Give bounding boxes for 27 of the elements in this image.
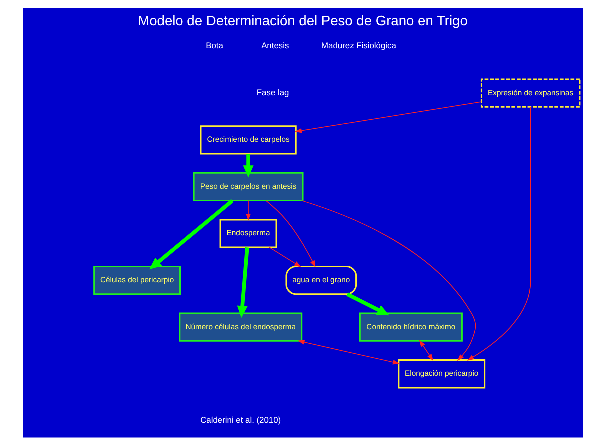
arrow [297,340,400,365]
arrow [418,340,434,362]
label: Fase lag [256,88,289,98]
arrow [266,200,316,268]
label: Antesis [261,40,289,51]
arrow [466,106,531,361]
node-box: Endosperma [219,219,277,248]
node-box: Células del pericarpio [93,266,181,296]
label: Calderini et al. (2010) [200,415,281,426]
node-box: Expresión de expansinas [480,78,580,108]
arrow [294,102,482,134]
node-box: agua en el grano [285,266,357,296]
label: Madurez Fisiológica [321,40,396,51]
arrow [246,200,250,221]
arrow [268,247,301,268]
node-box: Número células del endosperma [178,312,302,342]
node-box: Elongación pericarpio [398,360,486,389]
arrow [149,199,234,270]
arrow [346,292,390,316]
node-box: Contenido hídrico máximo [358,312,462,342]
label: Bota [206,40,223,51]
arrow [242,154,254,178]
node-box: Crecimiento de carpelos [200,126,296,155]
arrow [236,248,249,318]
arrow [301,200,476,362]
node-box: Peso de carpelos en antesis [192,172,304,202]
diagram-title: Modelo de Determinación del Peso de Grano en Trigo [138,13,468,28]
